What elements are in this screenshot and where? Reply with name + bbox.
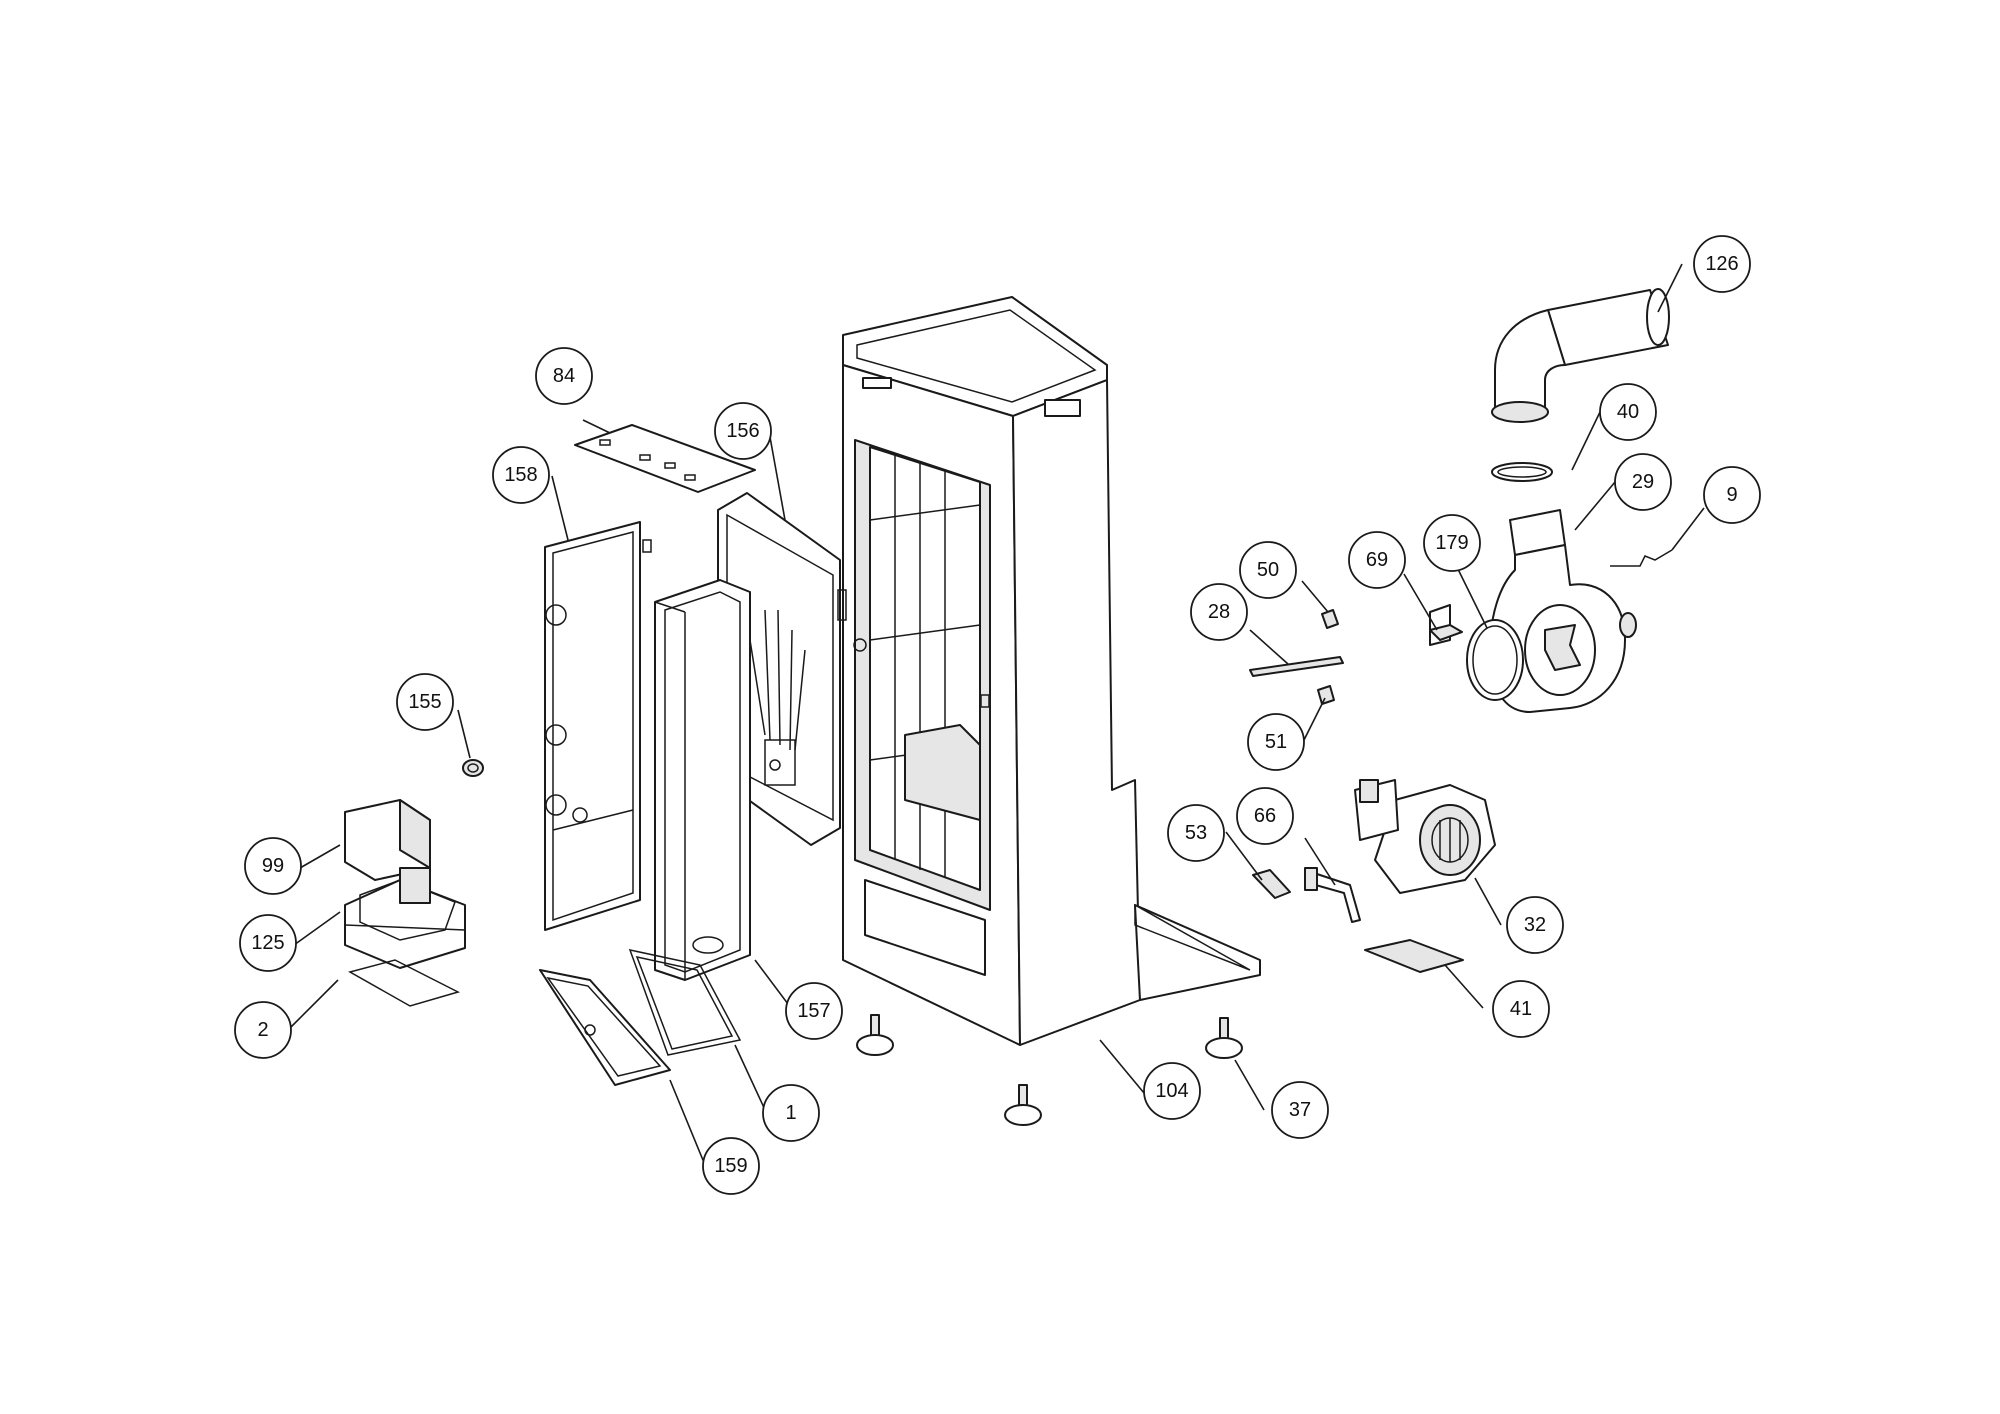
svg-text:84: 84 xyxy=(553,365,575,387)
seal-ring-part-2 xyxy=(348,959,461,1007)
svg-text:29: 29 xyxy=(1632,471,1654,493)
callout-125: 125 xyxy=(239,914,297,972)
nut-part-155 xyxy=(462,759,484,777)
callout-84: 84 xyxy=(535,347,593,405)
callout-29: 29 xyxy=(1614,453,1672,511)
svg-text:28: 28 xyxy=(1208,601,1230,623)
leader-lines xyxy=(286,263,1705,1166)
svg-text:2: 2 xyxy=(257,1019,268,1041)
callout-1: 1 xyxy=(762,1084,820,1142)
svg-text:50: 50 xyxy=(1257,559,1279,581)
svg-text:104: 104 xyxy=(1155,1080,1188,1102)
front-cover-part-157 xyxy=(654,579,751,981)
o-ring-part-179 xyxy=(1466,619,1524,701)
base-plate-part-159 xyxy=(539,969,671,1086)
svg-text:158: 158 xyxy=(504,464,537,486)
callout-51: 51 xyxy=(1247,713,1305,771)
callout-37: 37 xyxy=(1271,1081,1329,1139)
adjustable-feet-part-37 xyxy=(856,1014,1243,1126)
callout-50: 50 xyxy=(1239,541,1297,599)
ring-part-40 xyxy=(1491,462,1553,482)
cabinet-frame-part-104 xyxy=(842,296,1261,1046)
callout-158: 158 xyxy=(492,446,550,504)
probe-part-9 xyxy=(1610,549,1673,567)
svg-text:9: 9 xyxy=(1726,484,1737,506)
callout-99: 99 xyxy=(244,837,302,895)
svg-text:157: 157 xyxy=(797,1000,830,1022)
callout-104: 104 xyxy=(1143,1062,1201,1120)
svg-text:159: 159 xyxy=(714,1155,747,1177)
callout-126: 126 xyxy=(1693,235,1751,293)
gasket-part-1 xyxy=(628,948,742,1056)
callout-32: 32 xyxy=(1506,896,1564,954)
callout-156: 156 xyxy=(714,402,772,460)
svg-text:66: 66 xyxy=(1254,805,1276,827)
clip-part-51 xyxy=(1317,685,1335,705)
callout-28: 28 xyxy=(1190,583,1248,641)
svg-text:51: 51 xyxy=(1265,731,1287,753)
svg-text:1: 1 xyxy=(785,1102,796,1124)
callout-53: 53 xyxy=(1167,804,1225,862)
svg-text:41: 41 xyxy=(1510,998,1532,1020)
svg-text:69: 69 xyxy=(1366,549,1388,571)
bracket-part-53 xyxy=(1252,869,1291,899)
cover-part-99 xyxy=(344,799,431,881)
callout-40: 40 xyxy=(1599,383,1657,441)
callout-159: 159 xyxy=(702,1137,760,1195)
rod-part-28 xyxy=(1249,656,1344,677)
insulation-pad-part-41 xyxy=(1364,939,1464,973)
svg-text:156: 156 xyxy=(726,420,759,442)
blower-fan-part-32 xyxy=(1354,779,1496,894)
bracket-part-69 xyxy=(1429,604,1463,646)
svg-text:53: 53 xyxy=(1185,822,1207,844)
callout-69: 69 xyxy=(1348,531,1406,589)
callout-157: 157 xyxy=(785,982,843,1040)
svg-text:126: 126 xyxy=(1705,253,1738,275)
rear-panel-part-158 xyxy=(544,521,652,931)
callout-155: 155 xyxy=(396,673,454,731)
fan-housing-part-29 xyxy=(1489,509,1637,713)
housing-part-125 xyxy=(344,867,466,969)
svg-text:155: 155 xyxy=(408,691,441,713)
svg-text:99: 99 xyxy=(262,855,284,877)
callout-66: 66 xyxy=(1236,787,1294,845)
svg-text:125: 125 xyxy=(251,932,284,954)
svg-text:40: 40 xyxy=(1617,401,1639,423)
flue-elbow-part-126 xyxy=(1491,288,1670,423)
callout-41: 41 xyxy=(1492,980,1550,1038)
callout-2: 2 xyxy=(234,1001,292,1059)
callout-179: 179 xyxy=(1423,514,1481,572)
svg-text:32: 32 xyxy=(1524,914,1546,936)
bracket-part-66 xyxy=(1304,867,1361,923)
svg-text:37: 37 xyxy=(1289,1099,1311,1121)
svg-text:179: 179 xyxy=(1435,532,1468,554)
clip-part-50 xyxy=(1321,609,1339,629)
callout-9: 9 xyxy=(1703,466,1761,524)
top-plate-part-84 xyxy=(574,424,756,493)
